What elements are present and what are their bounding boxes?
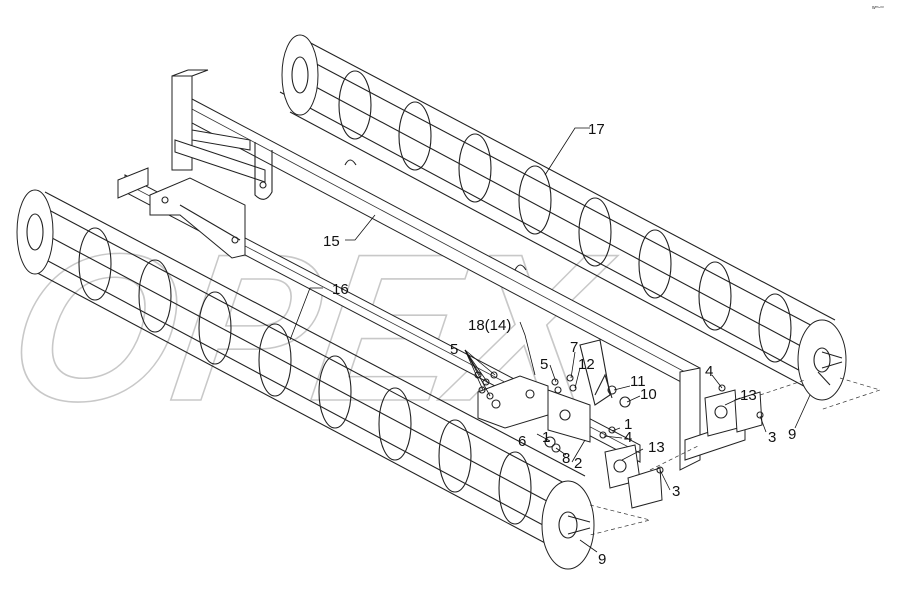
callout-16: 16 [332, 281, 349, 298]
callout-17: 17 [588, 121, 605, 138]
roller-16 [16, 189, 595, 570]
callout-5: 5 [450, 341, 458, 358]
callout-8: 8 [562, 450, 570, 467]
callout-9a: 9 [598, 551, 606, 568]
callouts: 17 15 16 18(14) 5 5 7 12 11 10 1 1 4 4 6… [323, 121, 796, 568]
callout-10: 10 [640, 386, 657, 403]
callout-7: 7 [570, 339, 578, 356]
callout-15: 15 [323, 233, 340, 250]
callout-9b: 9 [788, 426, 796, 443]
callout-1a: 1 [542, 429, 550, 446]
bearing-assembly-left [477, 375, 663, 509]
callout-6: 6 [518, 433, 526, 450]
callout-3a: 3 [672, 483, 680, 500]
callout-12: 12 [578, 356, 595, 373]
callout-2: 2 [574, 455, 582, 472]
callout-13b: 13 [740, 387, 757, 404]
callout-18-14: 18(14) [468, 317, 511, 334]
corner-mark: wᵐ-ᵒᵒ [872, 5, 884, 11]
callout-4b: 4 [705, 363, 713, 380]
callout-13a: 13 [648, 439, 665, 456]
callout-5b: 5 [540, 356, 548, 373]
callout-11: 11 [630, 373, 646, 390]
roller-16-rings [78, 227, 532, 525]
callout-3b: 3 [768, 429, 776, 446]
assembly-lines [589, 377, 882, 536]
leader-lines [289, 127, 811, 553]
roller-17-rings [338, 70, 792, 363]
bearing-assembly-right [704, 389, 763, 437]
callout-4a: 4 [624, 429, 632, 446]
callout-1b: 1 [624, 416, 632, 433]
roller-17 [279, 34, 847, 401]
